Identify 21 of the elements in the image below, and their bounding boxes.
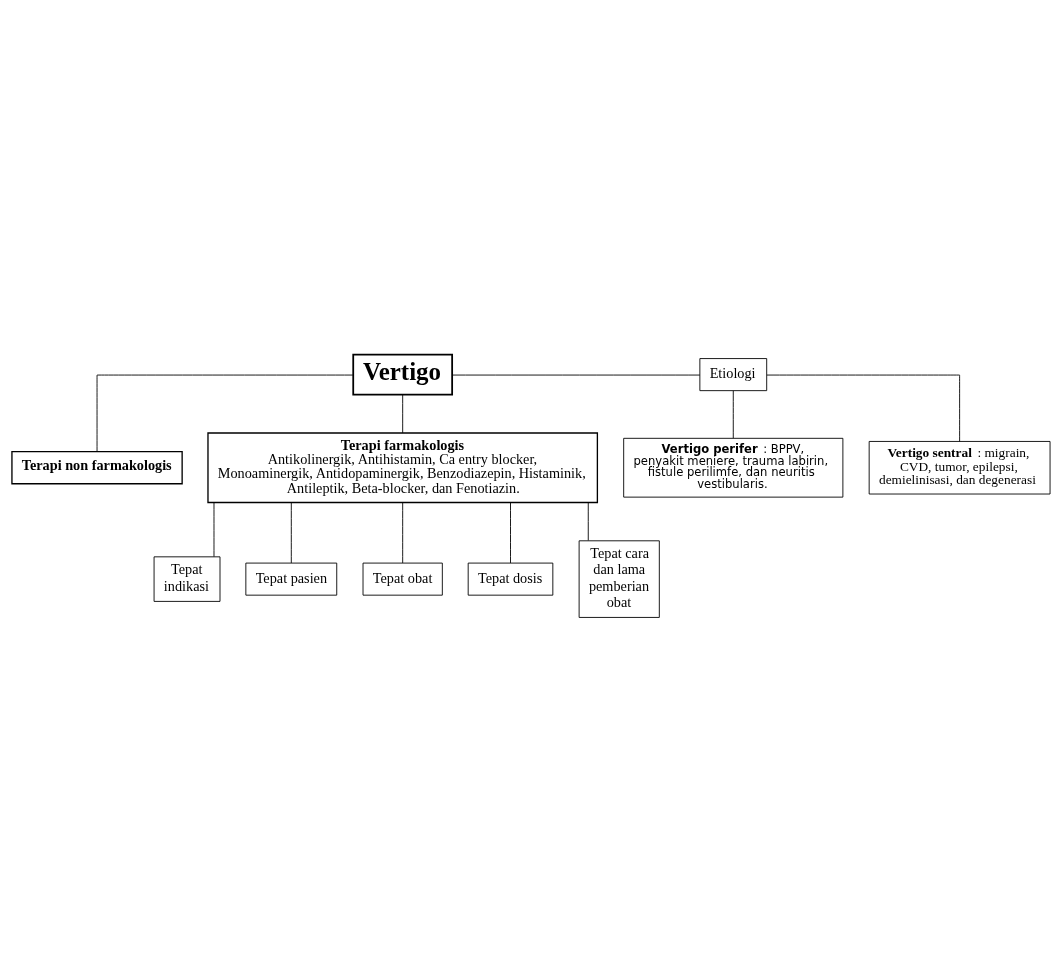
connector — [510, 502, 511, 564]
connector — [213, 502, 215, 558]
node-box: Tepat indikasi — [153, 556, 221, 602]
connector — [402, 502, 404, 564]
node-box: Tepat cara dan lama pemberian obat — [578, 540, 660, 618]
node-box: Tepat dosis — [467, 562, 554, 596]
node-box: Terapi non farmakologis — [11, 451, 183, 485]
node-box: Vertigo sentral : migrain, CVD, tumor, epilepsi, demielinisasi, dan degenerasi — [868, 441, 1051, 495]
node-box: Tepat pasien — [245, 562, 338, 596]
connector — [96, 374, 354, 453]
connector — [451, 374, 701, 376]
node-box: Vertigo — [352, 353, 454, 396]
connector — [290, 502, 292, 564]
connector — [766, 374, 961, 442]
node-box: Etiologi — [699, 358, 768, 392]
connector — [587, 502, 589, 541]
node-box: Tepat obat — [362, 562, 443, 596]
node-box: Terapi farmakologis Antikolinergik, Antihistamin, Ca entry blocker, Monoaminergik, Antidopaminergik, Benzodiazepin, Histaminik, Antileptik, Beta-blocker, dan Fenotiazin. — [207, 432, 599, 504]
connector — [402, 394, 404, 434]
node-box: Vertigo perifer : BPPV, penyakit meniere, trauma labirin, fistule perilimfe, dan neuritis vestibularis. — [623, 437, 844, 498]
connector — [732, 390, 734, 439]
